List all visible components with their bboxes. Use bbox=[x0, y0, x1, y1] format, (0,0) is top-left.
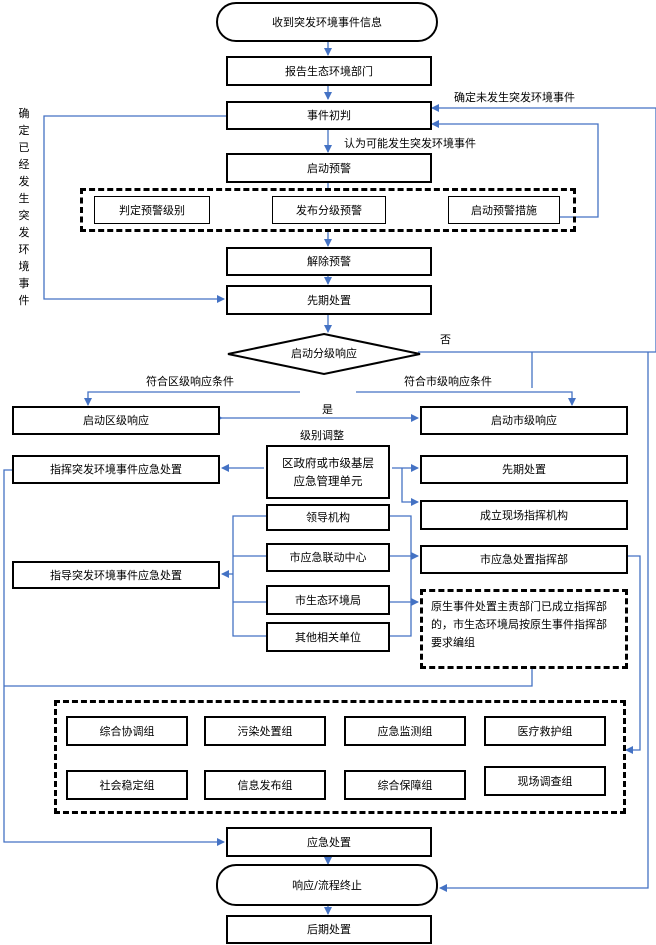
publish-level-box: 发布分级预警 bbox=[272, 196, 386, 224]
group-monitoring: 应急监测组 bbox=[344, 716, 466, 746]
emergency-center-box: 市应急联动中心 bbox=[266, 543, 390, 572]
level-adjust-label: 级别调整 bbox=[300, 429, 344, 442]
early-disposal-2-box: 先期处置 bbox=[420, 455, 628, 484]
group-medical: 医疗救护组 bbox=[484, 716, 606, 746]
yes-label: 是 bbox=[322, 403, 333, 416]
emergency-disposal-box: 应急处置 bbox=[226, 827, 432, 857]
leading-org-box: 领导机构 bbox=[266, 504, 390, 531]
warning-steps-group bbox=[80, 188, 576, 232]
start-warning-box: 启动预警 bbox=[226, 153, 432, 183]
graded-response-diamond bbox=[227, 332, 421, 376]
report-box: 报告生态环境部门 bbox=[226, 56, 432, 86]
confirmed-not-label: 确定未发生突发环境事件 bbox=[454, 91, 575, 104]
lift-warning-box: 解除预警 bbox=[226, 247, 432, 276]
grouping-note-box: 原生事件处置主责部门已成立指挥部的，市生态环境局按原生事件指挥部要求编组 bbox=[420, 589, 628, 669]
group-coordination: 综合协调组 bbox=[66, 716, 188, 746]
district-response-box: 启动区级响应 bbox=[12, 406, 220, 435]
city-response-box: 启动市级响应 bbox=[420, 406, 628, 435]
no-label: 否 bbox=[440, 333, 451, 346]
group-investigation: 现场调查组 bbox=[484, 766, 606, 796]
eco-bureau-box: 市生态环境局 bbox=[266, 585, 390, 615]
post-disposal-box: 后期处置 bbox=[226, 915, 432, 944]
end-terminal: 响应/流程终止 bbox=[216, 864, 438, 906]
start-measures-box: 启动预警措施 bbox=[448, 196, 560, 224]
working-groups-container bbox=[54, 700, 626, 814]
group-support: 综合保障组 bbox=[344, 770, 466, 800]
receive-info-terminal: 收到突发环境事件信息 bbox=[216, 2, 438, 42]
group-information: 信息发布组 bbox=[204, 770, 326, 800]
city-command-box: 市应急处置指挥部 bbox=[420, 545, 628, 574]
early-disposal-box: 先期处置 bbox=[226, 285, 432, 315]
group-stability: 社会稳定组 bbox=[66, 770, 188, 800]
confirmed-occurred-label: 确定已经发生突发环境事件 bbox=[18, 107, 30, 307]
guide-disposal-box: 指导突发环境事件应急处置 bbox=[12, 561, 220, 589]
field-command-box: 成立现场指挥机构 bbox=[420, 500, 628, 530]
district-conditions-label: 符合区级响应条件 bbox=[146, 375, 234, 388]
city-conditions-label: 符合市级响应条件 bbox=[404, 375, 492, 388]
other-units-box: 其他相关单位 bbox=[266, 622, 390, 652]
group-pollution: 污染处置组 bbox=[204, 716, 326, 746]
graded-response-label: 启动分级响应 bbox=[291, 347, 357, 360]
judge-level-box: 判定预警级别 bbox=[94, 196, 210, 224]
district-unit-box: 区政府或市级基层应急管理单元 bbox=[266, 445, 390, 499]
possible-label: 认为可能发生突发环境事件 bbox=[344, 137, 476, 150]
initial-judgment-box: 事件初判 bbox=[226, 101, 432, 130]
command-district-box: 指挥突发环境事件应急处置 bbox=[12, 455, 220, 484]
